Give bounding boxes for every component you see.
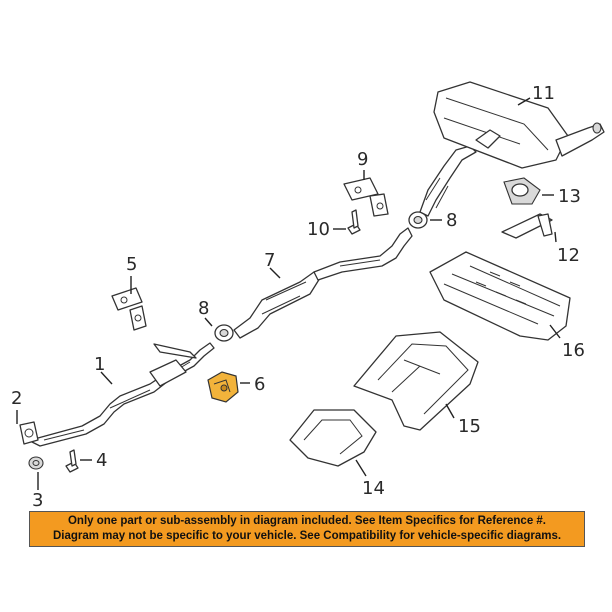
callout-4: 4 xyxy=(96,450,107,471)
callout-numbers: 1 2 3 4 5 6 7 8 8 9 10 11 12 13 14 15 16 xyxy=(11,83,585,511)
disclaimer-banner: Only one part or sub-assembly in diagram… xyxy=(29,511,585,547)
callout-8-left: 8 xyxy=(198,298,209,319)
callout-2: 2 xyxy=(11,388,22,409)
isolator-part-6 xyxy=(207,371,239,403)
gasket-part-2 xyxy=(19,421,39,445)
disclaimer-line-2: Diagram may not be specific to your vehi… xyxy=(52,530,562,542)
bolt-part-10 xyxy=(347,209,361,235)
callout-12: 12 xyxy=(557,245,580,266)
callout-3: 3 xyxy=(32,490,43,511)
isolator-part-8-right xyxy=(408,211,428,229)
leader-lines xyxy=(16,97,561,490)
callout-10: 10 xyxy=(307,219,330,240)
callout-14: 14 xyxy=(362,478,385,499)
nut-part-3 xyxy=(28,456,44,470)
isolator-part-8-left xyxy=(214,324,234,342)
bracket-part-12 xyxy=(501,213,553,239)
callout-6: 6 xyxy=(254,374,265,395)
callout-8-right: 8 xyxy=(446,210,457,231)
callout-7: 7 xyxy=(264,250,275,271)
callout-16: 16 xyxy=(562,340,585,361)
callout-13: 13 xyxy=(558,186,581,207)
callout-9: 9 xyxy=(357,149,368,170)
hanger-bracket-part-9 xyxy=(343,177,389,217)
intermediate-pipe-resonator-part-7 xyxy=(233,227,413,339)
heat-shield-part-16 xyxy=(429,251,571,341)
callout-11: 11 xyxy=(532,83,555,104)
disclaimer-line-1: Only one part or sub-assembly in diagram… xyxy=(67,515,547,527)
callout-15: 15 xyxy=(458,416,481,437)
callout-5: 5 xyxy=(126,254,137,275)
front-exhaust-pipe xyxy=(29,342,215,447)
callout-1: 1 xyxy=(94,354,105,375)
bolt-part-4 xyxy=(65,449,79,473)
tailpipe-section xyxy=(419,145,477,217)
heat-shield-part-14 xyxy=(289,409,377,467)
heat-shield-part-15 xyxy=(353,331,479,431)
muffler-part-11 xyxy=(433,81,605,169)
hanger-bracket-part-5 xyxy=(111,287,147,331)
bracket-part-13 xyxy=(503,177,541,205)
